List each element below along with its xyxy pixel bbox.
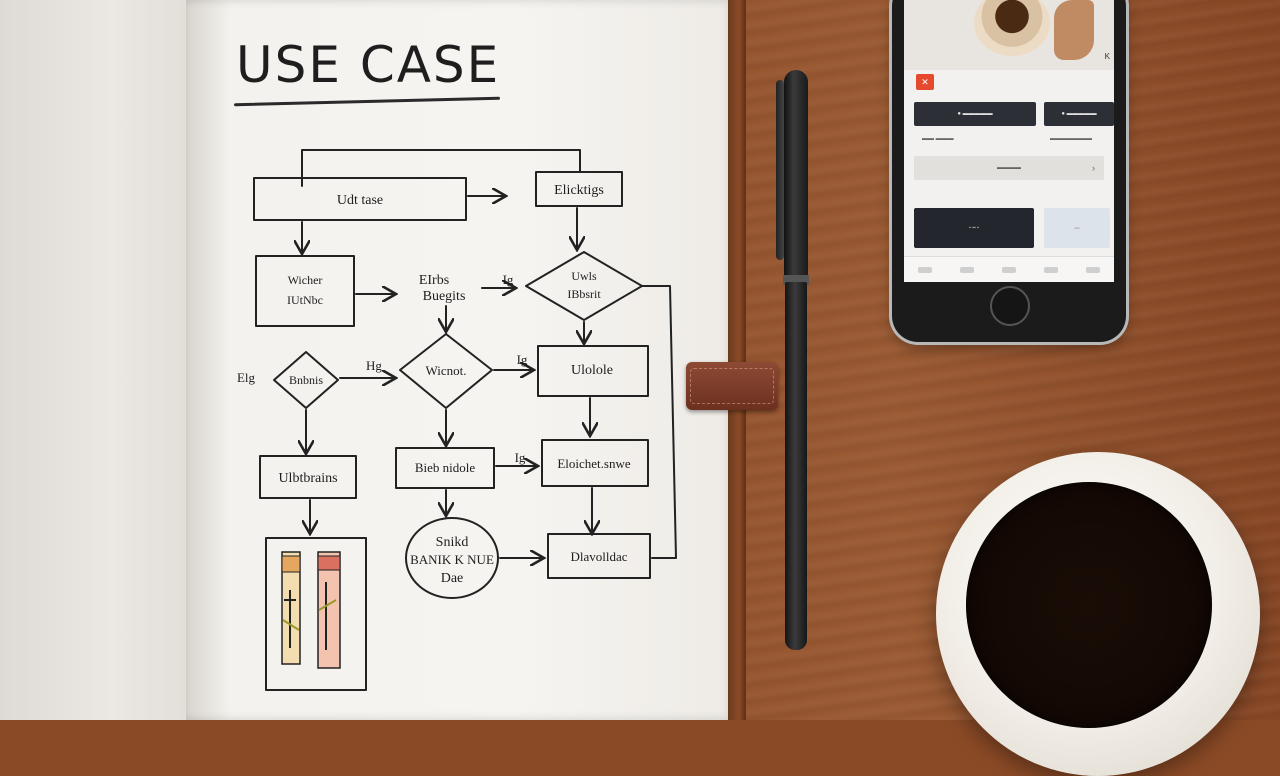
search-bar[interactable]: ▬▬▬▬ xyxy=(914,156,1104,180)
label-dlavolldac: Dlavolldac xyxy=(570,549,627,564)
flow-box-dlavolldac xyxy=(547,533,651,579)
flow-box-eloichet xyxy=(541,439,649,487)
label-bieb-nidole: Bieb nidole xyxy=(415,460,476,475)
label-dae: Dae xyxy=(441,571,464,586)
flow-circle-snikd xyxy=(405,517,499,599)
coffee-liquid xyxy=(966,482,1212,728)
tab-search-icon[interactable] xyxy=(960,267,974,273)
flow-box-ulbtbrains xyxy=(259,455,357,499)
label-elicktigs: Elicktigs xyxy=(554,183,604,198)
thumbnail-1[interactable]: ▪ ▪▪ ▪ xyxy=(914,208,1034,248)
search-arrow-icon[interactable]: › xyxy=(1092,163,1095,173)
tab-bar xyxy=(904,256,1114,282)
app-button-1[interactable]: ● ▬▬▬▬▬ xyxy=(914,102,1036,126)
thumbnail-2[interactable]: ▬ xyxy=(1044,208,1110,248)
label-eloichet: Eloichet.snwe xyxy=(557,456,631,471)
sketch-box xyxy=(265,537,367,691)
hero-coffee-cup xyxy=(974,0,1050,56)
sketch-tubes xyxy=(281,551,341,669)
notebook-right-page xyxy=(186,0,734,720)
label-banik: BANIK K NUE xyxy=(410,552,494,567)
notebook-left-page xyxy=(0,0,186,720)
hand-drawn-flowchart: Udt tase Elicktigs Wicher IUtNbc EIrbs B… xyxy=(237,149,677,691)
edge-label-2: Hg xyxy=(366,358,382,373)
screen-hero-image: K xyxy=(904,0,1114,70)
pen-band xyxy=(783,275,809,285)
label-buegits: Buegits xyxy=(423,289,466,304)
black-pen xyxy=(776,70,820,650)
notebook-title: USE CASE xyxy=(236,36,501,94)
notebook-cover-edge xyxy=(728,0,746,720)
edge-label-1: Elg xyxy=(237,370,256,385)
tab-favorites-icon[interactable] xyxy=(1044,267,1058,273)
app-logo-icon[interactable]: ✕ xyxy=(916,74,934,90)
label-wicher: Wicher xyxy=(288,273,323,287)
edge-label-4: Ig xyxy=(503,272,514,287)
smartphone: K ✕ ● ▬▬▬▬▬ ● ▬▬▬▬▬ ▬▬ ▬▬▬ ▬▬▬▬▬▬▬ ▬▬▬▬ … xyxy=(892,0,1126,342)
coffee-mug xyxy=(936,452,1260,776)
label-bnbnis: Bnbnis xyxy=(289,373,323,387)
flow-box-elicktigs xyxy=(535,171,623,207)
pen-clip xyxy=(776,80,784,260)
pen-cap xyxy=(784,70,808,280)
flow-box-wicher xyxy=(255,255,355,327)
loop-connector xyxy=(301,149,581,187)
flow-box-bieb-nidole xyxy=(395,447,495,489)
label-ibbsrit: IBbsrit xyxy=(567,287,601,301)
flow-diamond-bnbnis xyxy=(273,351,339,409)
tab-cart-icon[interactable] xyxy=(1002,267,1016,273)
label-ulbtbrains: Ulbtbrains xyxy=(278,471,337,486)
label-eirbs: EIrbs xyxy=(419,273,449,288)
label-uwls: Uwls xyxy=(571,269,597,283)
app-button-2[interactable]: ● ▬▬▬▬▬ xyxy=(1044,102,1114,126)
tab-profile-icon[interactable] xyxy=(1086,267,1100,273)
label-udt-tase: Udt tase xyxy=(337,193,383,208)
caption-2: ▬▬▬▬▬▬▬ xyxy=(1050,136,1092,142)
hero-hand xyxy=(1054,0,1094,60)
notebook-strap xyxy=(686,362,778,410)
label-ulolole: Ulolole xyxy=(571,363,613,378)
home-button[interactable] xyxy=(990,286,1030,326)
flow-diamond-uwls xyxy=(525,251,643,321)
label-wicnot: Wicnot. xyxy=(426,363,467,378)
flow-diamond-wicnot xyxy=(399,333,493,409)
tab-home-icon[interactable] xyxy=(918,267,932,273)
flow-box-udt-tase xyxy=(253,177,467,221)
right-connector xyxy=(641,285,677,559)
edge-label-3: Ig xyxy=(517,352,528,367)
label-iutnbc: IUtNbc xyxy=(287,293,323,307)
brand-badge: K xyxy=(1104,52,1110,61)
label-snikd: Snikd xyxy=(436,535,469,550)
edge-label-5: Ig xyxy=(515,450,526,465)
flow-box-ulolole xyxy=(537,345,649,397)
phone-screen: K ✕ ● ▬▬▬▬▬ ● ▬▬▬▬▬ ▬▬ ▬▬▬ ▬▬▬▬▬▬▬ ▬▬▬▬ … xyxy=(904,0,1114,282)
pen-body xyxy=(785,282,807,650)
caption-1: ▬▬ ▬▬▬ xyxy=(922,136,954,142)
